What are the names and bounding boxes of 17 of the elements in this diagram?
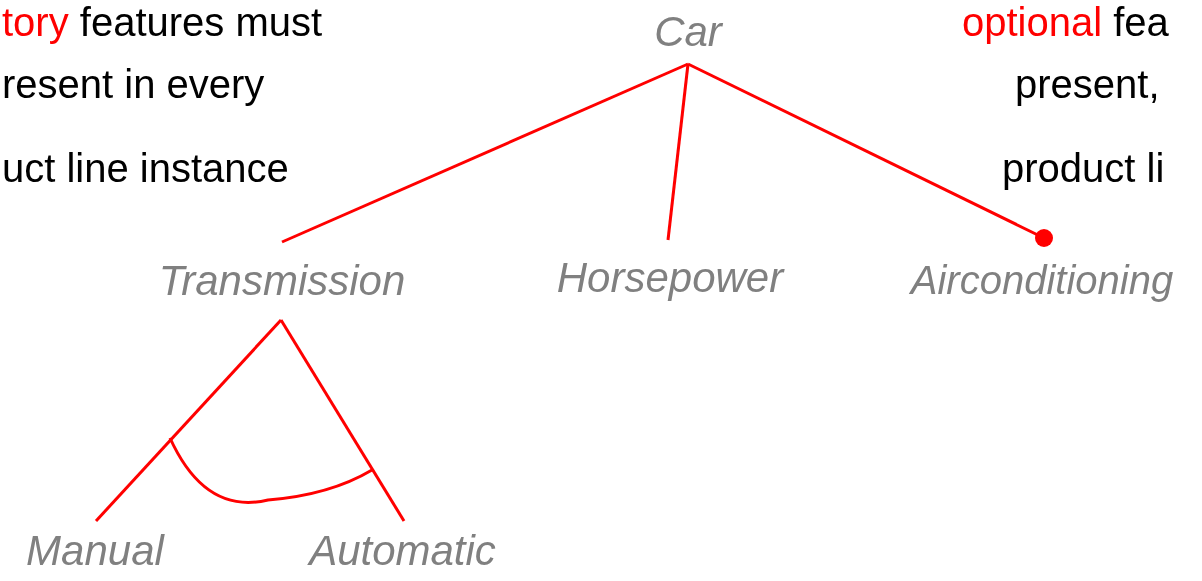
feature-link [94,319,283,522]
note-text: present, [1015,64,1160,104]
feature-name: Manual [26,527,164,575]
feature-link [666,63,690,241]
note-text: tory features must [2,2,323,42]
feature-name: Transmission [158,257,406,305]
feature-name: Automatic [309,527,496,575]
feature-name: Horsepower [556,254,784,302]
note-text: resent in every [2,64,265,104]
note-text: uct line instance [2,148,289,188]
feature-link [281,62,689,244]
feature-link [279,319,406,522]
note-text: product li [1002,148,1165,188]
note-text: optional fea [962,2,1169,42]
feature-name: Airconditioning [910,257,1174,303]
feature-name: Car [654,8,722,56]
feature-link [687,62,1053,247]
